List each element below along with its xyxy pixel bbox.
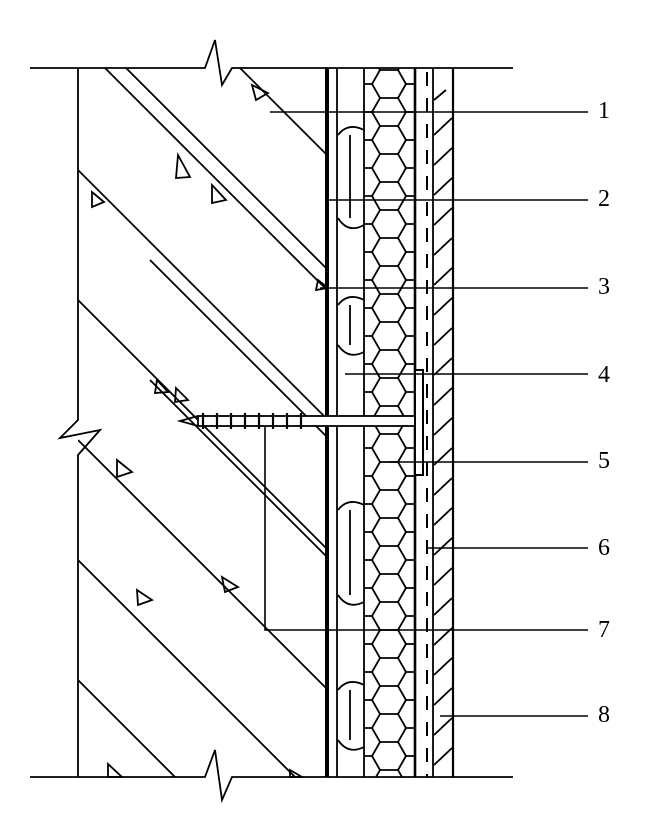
leader-lines <box>264 111 588 717</box>
label-6: 6 <box>598 535 610 561</box>
concrete-hatch <box>78 68 327 777</box>
label-7: 7 <box>598 617 610 643</box>
finish-hatch <box>433 89 453 766</box>
aggregate-marks <box>91 83 331 778</box>
label-3: 3 <box>598 274 610 300</box>
anchor-fastener <box>176 369 424 476</box>
adhesive-dabs <box>337 126 365 751</box>
label-5: 5 <box>598 448 610 474</box>
bottom-break-line <box>30 749 513 804</box>
label-2: 2 <box>598 186 610 212</box>
label-8: 8 <box>598 702 610 728</box>
label-4: 4 <box>598 362 610 388</box>
wall-edge <box>57 68 103 777</box>
label-1: 1 <box>598 98 610 124</box>
top-break-line <box>30 39 513 88</box>
